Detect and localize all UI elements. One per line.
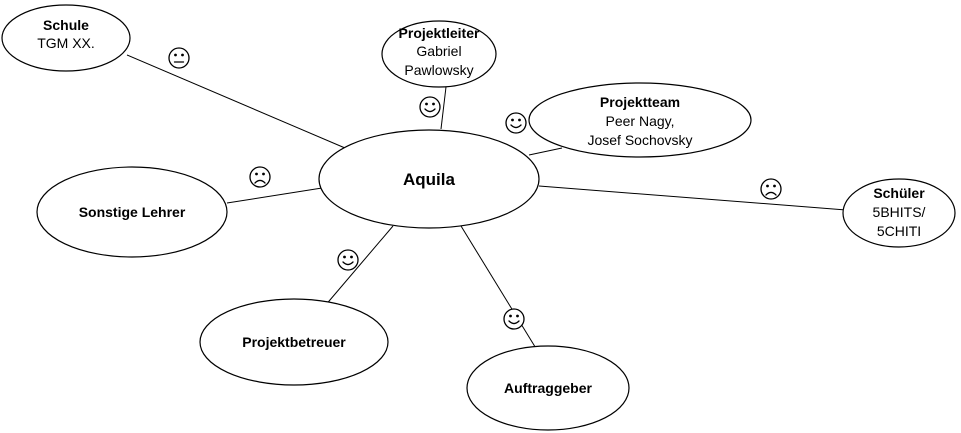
node-projektteam: Projektteam Peer Nagy, Josef Sochovsky	[528, 82, 752, 158]
node-schueler-line-2: 5CHITI	[877, 223, 921, 239]
connector-projektleiter	[440, 86, 447, 130]
node-sonstige-lehrer-title: Sonstige Lehrer	[79, 204, 186, 220]
node-projektteam-line-1: Peer Nagy,	[606, 113, 675, 129]
node-schueler-title: Schüler	[873, 185, 925, 201]
happy-face-icon	[419, 96, 441, 118]
neutral-face-icon	[168, 47, 190, 69]
node-sonstige-lehrer: Sonstige Lehrer	[36, 166, 228, 258]
node-projektbetreuer: Projektbetreuer	[199, 298, 389, 386]
node-schule-line-1: TGM XX.	[37, 35, 95, 51]
node-aquila: Aquila	[318, 129, 540, 229]
node-projektleiter-title: Projektleiter	[399, 25, 480, 41]
node-schule: Schule TGM XX.	[1, 4, 131, 72]
connector-schueler	[538, 185, 847, 211]
happy-face-icon	[337, 249, 359, 271]
node-projektleiter-line-1: Gabriel	[416, 43, 461, 59]
connector-schule	[126, 54, 346, 149]
node-aquila-title: Aquila	[403, 170, 455, 189]
node-schueler: Schüler 5BHITS/ 5CHITI	[842, 178, 956, 248]
node-projektleiter: Projektleiter Gabriel Pawlowsky	[381, 20, 497, 88]
happy-face-icon	[503, 308, 525, 330]
node-auftraggeber: Auftraggeber	[466, 345, 630, 431]
connector-projektbetreuer	[323, 225, 394, 308]
connector-auftraggeber	[460, 225, 538, 351]
node-schule-title: Schule	[43, 17, 89, 33]
node-projektbetreuer-title: Projektbetreuer	[242, 334, 346, 350]
node-schueler-line-1: 5BHITS/	[873, 204, 926, 220]
sad-face-icon	[760, 178, 782, 200]
node-auftraggeber-title: Auftraggeber	[504, 380, 592, 396]
node-projektteam-line-2: Josef Sochovsky	[587, 132, 692, 148]
node-projektleiter-line-2: Pawlowsky	[404, 62, 473, 78]
connector-projektteam	[528, 147, 563, 156]
node-projektteam-title: Projektteam	[600, 94, 680, 110]
sad-face-icon	[249, 166, 271, 188]
connector-sonstige-lehrer	[226, 187, 323, 204]
happy-face-icon	[505, 112, 527, 134]
